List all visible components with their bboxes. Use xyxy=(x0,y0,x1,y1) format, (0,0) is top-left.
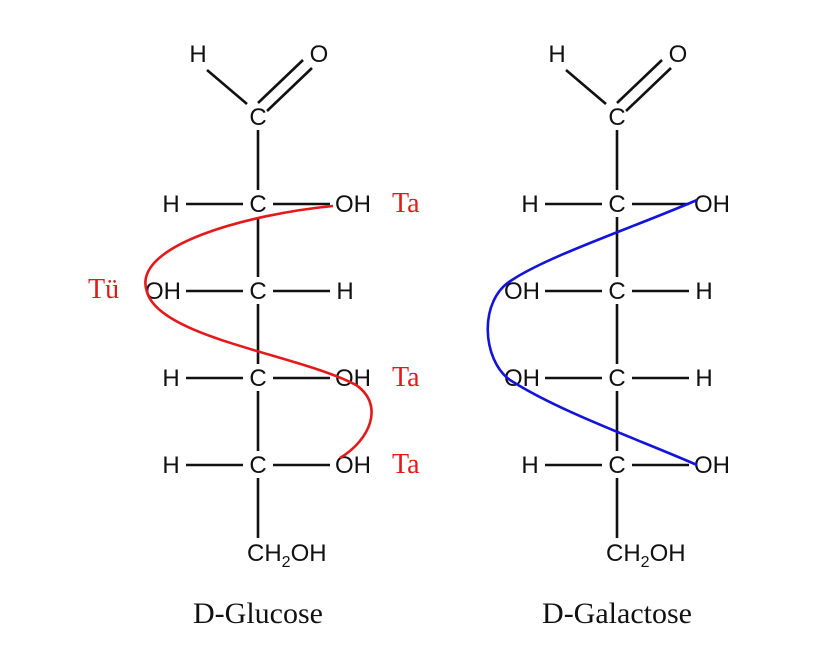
glucose-row4-c: C xyxy=(249,452,266,479)
glucose-row4-right: OH xyxy=(335,452,371,479)
glucose-row1-c: C xyxy=(249,191,266,218)
galactose-row4-left: H xyxy=(521,452,538,479)
galactose-aldehyde-o: O xyxy=(669,41,688,68)
glucose-mark-row3: Ta xyxy=(392,362,420,393)
glucose-terminal-oh: OH xyxy=(291,540,327,567)
galactose-terminal-oh: OH xyxy=(650,540,686,567)
galactose-carbonyl-bond-2 xyxy=(625,67,672,112)
glucose-aldehyde-h-bond xyxy=(206,69,248,105)
glucose-configuration-curve xyxy=(144,204,373,460)
galactose-terminal-group: CH2OH xyxy=(606,540,686,571)
glucose-mark-row4: Ta xyxy=(392,449,420,480)
glucose-terminal-subscript: 2 xyxy=(282,554,291,571)
glucose-mark-row1: Ta xyxy=(392,188,420,219)
galactose-aldehyde-h: H xyxy=(548,41,565,68)
glucose-terminal-group: CH2OH xyxy=(247,540,327,571)
galactose-row2-right: H xyxy=(695,278,712,305)
galactose-row2-c: C xyxy=(608,278,625,305)
galactose-aldehyde-h-bond xyxy=(565,69,607,105)
glucose-carbonyl-bond-1 xyxy=(257,59,304,104)
galactose-terminal-ch: CH xyxy=(606,540,641,567)
galactose-row3-right: H xyxy=(695,365,712,392)
galactose-terminal-subscript: 2 xyxy=(641,554,650,571)
glucose-row4-left: H xyxy=(162,452,179,479)
glucose-row2-right: H xyxy=(336,278,353,305)
glucose-aldehyde-h: H xyxy=(189,41,206,68)
galactose-row1-right: OH xyxy=(694,191,730,218)
glucose-terminal-ch: CH xyxy=(247,540,282,567)
glucose-row1-right: OH xyxy=(335,191,371,218)
glucose-structure: H O C H C OH OH C H H C OH H C OH CH2OH … xyxy=(88,41,420,630)
glucose-caption: D-Glucose xyxy=(193,597,323,630)
galactose-row1-c: C xyxy=(608,191,625,218)
galactose-structure: H O C H C OH OH C H OH C H H C OH CH2OH … xyxy=(486,41,730,630)
glucose-row1-left: H xyxy=(162,191,179,218)
glucose-aldehyde-o: O xyxy=(310,41,329,68)
galactose-caption: D-Galactose xyxy=(542,597,692,630)
glucose-row2-c: C xyxy=(249,278,266,305)
galactose-row4-right: OH xyxy=(694,452,730,479)
glucose-row3-c: C xyxy=(249,365,266,392)
glucose-carbonyl-bond-2 xyxy=(266,67,313,112)
glucose-row3-left: H xyxy=(162,365,179,392)
glucose-mark-row2: Tü xyxy=(88,274,119,305)
glucose-c1: C xyxy=(249,104,266,131)
galactose-carbonyl-bond-1 xyxy=(616,59,663,104)
galactose-row3-c: C xyxy=(608,365,625,392)
galactose-configuration-curve xyxy=(486,198,698,467)
galactose-row1-left: H xyxy=(521,191,538,218)
galactose-row4-c: C xyxy=(608,452,625,479)
galactose-c1: C xyxy=(608,104,625,131)
